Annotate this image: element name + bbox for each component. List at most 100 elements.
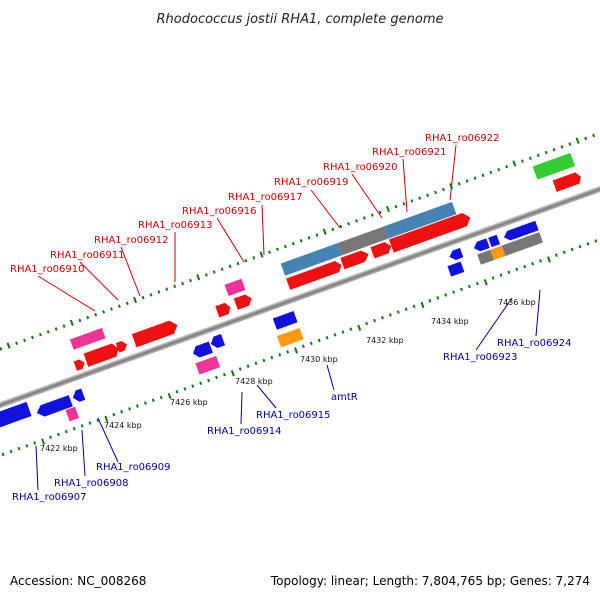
gene-feature-ro06914[interactable] bbox=[191, 341, 213, 360]
label-ro06914[interactable]: RHA1_ro06914 bbox=[207, 426, 282, 437]
gene-feature-ro06917-region[interactable] bbox=[224, 278, 246, 297]
label-ro06912[interactable]: RHA1_ro06912 bbox=[94, 235, 169, 246]
minor-tick bbox=[117, 304, 121, 308]
minor-tick bbox=[49, 435, 52, 440]
gene-feature-ro06907[interactable] bbox=[0, 401, 32, 439]
label-ro06922[interactable]: RHA1_ro06922 bbox=[425, 133, 500, 144]
minor-tick bbox=[562, 250, 566, 255]
gene-feature-ro06915[interactable] bbox=[209, 333, 226, 350]
minor-tick bbox=[222, 372, 226, 377]
gene-feature-ro06908[interactable] bbox=[35, 395, 73, 418]
gene-feature-edge-red[interactable] bbox=[552, 171, 583, 192]
label-ro06924[interactable]: RHA1_ro06924 bbox=[497, 338, 572, 349]
leader-line bbox=[240, 391, 243, 425]
gene-feature-ro06910-region[interactable] bbox=[69, 327, 106, 350]
gene-feature-ro06913[interactable] bbox=[131, 319, 180, 348]
gene-feature-ro06922-region[interactable] bbox=[384, 201, 457, 239]
minor-tick bbox=[110, 307, 113, 311]
label-ro06923[interactable]: RHA1_ro06923 bbox=[443, 352, 518, 363]
gene-feature-amtR-upper[interactable] bbox=[272, 311, 298, 330]
label-ro06920[interactable]: RHA1_ro06920 bbox=[323, 162, 398, 173]
label-ro06915[interactable]: RHA1_ro06915 bbox=[256, 410, 331, 421]
label-ro06908[interactable]: RHA1_ro06908 bbox=[54, 478, 129, 489]
kbp-label: 7434 kbp bbox=[431, 317, 469, 326]
minor-tick bbox=[578, 244, 582, 249]
minor-tick bbox=[594, 239, 598, 243]
minor-tick bbox=[291, 241, 295, 246]
minor-tick bbox=[54, 327, 58, 331]
minor-tick bbox=[62, 324, 66, 328]
kbp-label: 7432 kbp bbox=[366, 336, 404, 345]
gene-feature-ro06924-gray2[interactable] bbox=[501, 232, 544, 256]
label-ro06907[interactable]: RHA1_ro06907 bbox=[12, 492, 87, 503]
label-ro06916[interactable]: RHA1_ro06916 bbox=[182, 206, 257, 217]
major-tick bbox=[69, 319, 74, 326]
kbp-label: 7424 kbp bbox=[104, 421, 142, 430]
label-ro06917[interactable]: RHA1_ro06917 bbox=[228, 192, 303, 203]
minor-tick bbox=[586, 242, 590, 246]
gene-feature-ro06914-region[interactable] bbox=[195, 355, 221, 375]
label-ro06919[interactable]: RHA1_ro06919 bbox=[274, 177, 349, 188]
gene-feature-ro06924-b[interactable] bbox=[488, 234, 501, 248]
minor-tick bbox=[86, 315, 90, 320]
reverse-strand-features bbox=[0, 220, 544, 439]
minor-tick bbox=[173, 284, 177, 289]
gene-feature-edge-green[interactable] bbox=[532, 152, 576, 180]
minor-tick bbox=[46, 330, 50, 334]
minor-tick bbox=[244, 258, 248, 263]
gene-feature-ro06912[interactable] bbox=[115, 340, 129, 353]
minor-tick bbox=[560, 145, 564, 149]
gene-feature-ro06917[interactable] bbox=[233, 293, 254, 310]
minor-tick bbox=[278, 353, 282, 357]
major-tick bbox=[259, 251, 264, 258]
gene-feature-ro06922[interactable] bbox=[388, 211, 473, 253]
kbp-labels: 7422 kbp 7424 kbp 7426 kbp 7428 kbp 7430… bbox=[40, 298, 536, 453]
gene-feature-ro06919-region[interactable] bbox=[280, 243, 342, 276]
gene-feature-ro06920[interactable] bbox=[340, 249, 370, 270]
minor-tick bbox=[410, 199, 414, 203]
major-tick bbox=[512, 160, 517, 167]
gene-feature-ro06924-c[interactable] bbox=[502, 220, 539, 242]
label-amtR[interactable]: amtR bbox=[331, 392, 358, 403]
gene-feature-ro06909[interactable] bbox=[65, 406, 80, 422]
map-title: Rhodococcus jostii RHA1, complete genome bbox=[157, 12, 444, 27]
minor-tick bbox=[238, 367, 242, 371]
gene-feature-ro06908b[interactable] bbox=[71, 388, 86, 404]
gene-feature-ro06921[interactable] bbox=[370, 240, 393, 259]
minor-tick bbox=[189, 278, 192, 283]
gene-feature-ro06923-region[interactable] bbox=[447, 261, 465, 277]
gene-feature-ro06911[interactable] bbox=[83, 342, 122, 367]
genome-track bbox=[0, 133, 600, 457]
minor-tick bbox=[183, 387, 187, 391]
minor-tick bbox=[299, 239, 303, 243]
gene-feature-ro06919[interactable] bbox=[286, 259, 344, 290]
gene-feature-ro06924-gray[interactable] bbox=[477, 249, 495, 265]
minor-tick bbox=[307, 236, 311, 240]
gene-feature-ro06916[interactable] bbox=[215, 301, 232, 318]
minor-tick bbox=[507, 270, 511, 275]
minor-tick bbox=[539, 259, 542, 263]
label-ro06910[interactable]: RHA1_ro06910 bbox=[10, 264, 85, 275]
gene-feature-ro06924-orange[interactable] bbox=[490, 245, 506, 261]
gene-feature-ro06910[interactable] bbox=[73, 358, 87, 371]
leader-line bbox=[256, 384, 277, 409]
gene-feature-ro06924[interactable] bbox=[472, 238, 490, 252]
minor-tick bbox=[276, 247, 279, 252]
gene-feature-ro06923[interactable] bbox=[448, 247, 464, 262]
label-ro06911[interactable]: RHA1_ro06911 bbox=[50, 250, 125, 261]
major-tick bbox=[104, 415, 109, 422]
minor-tick bbox=[412, 304, 416, 309]
minor-tick bbox=[378, 210, 382, 215]
minor-tick bbox=[143, 401, 147, 405]
minor-tick bbox=[592, 133, 596, 138]
gene-feature-ro06920-region[interactable] bbox=[337, 226, 389, 256]
minor-tick bbox=[125, 301, 129, 306]
minor-tick bbox=[381, 316, 384, 320]
label-ro06921[interactable]: RHA1_ro06921 bbox=[372, 147, 447, 158]
label-ro06909[interactable]: RHA1_ro06909 bbox=[96, 462, 171, 473]
gene-feature-amtR[interactable] bbox=[277, 327, 304, 348]
minor-tick bbox=[475, 281, 479, 286]
minor-tick bbox=[23, 338, 27, 343]
label-ro06913[interactable]: RHA1_ro06913 bbox=[138, 220, 213, 231]
